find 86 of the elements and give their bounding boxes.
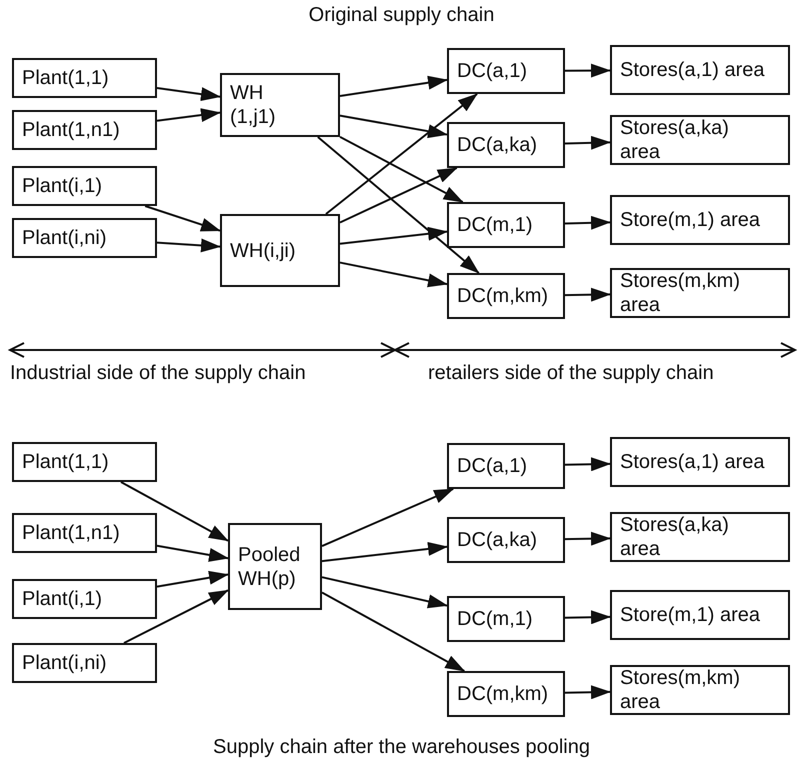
box-label: DC(a,ka) [457, 528, 538, 552]
arrow [325, 93, 478, 215]
box-label: Pooled WH(p) [238, 542, 302, 590]
arrow [124, 589, 229, 644]
arrow [564, 685, 611, 700]
box-label: DC(a,ka) [457, 133, 538, 157]
process-box [610, 437, 790, 487]
arrow [322, 592, 466, 672]
box-label: DC(a,1) [457, 59, 528, 83]
box-label: Plant(1,1) [22, 66, 109, 90]
process-box [447, 273, 565, 319]
process-box [220, 73, 340, 137]
process-box [610, 665, 790, 715]
arrow [340, 262, 448, 288]
arrow [322, 488, 454, 547]
box-label: Plant(i,ni) [22, 651, 106, 675]
process-box [447, 48, 565, 94]
process-box [447, 202, 565, 248]
arrow [156, 87, 221, 102]
box-label: Plant(i,1) [22, 587, 102, 611]
box-label: DC(m,1) [457, 607, 533, 631]
box-label: Stores(a,1) area [620, 450, 766, 474]
box-label: DC(m,1) [457, 213, 533, 237]
arrow [564, 288, 611, 302]
box-label: WH (1,j1) [230, 81, 277, 129]
box-label: Stores(a,1) area [620, 58, 766, 82]
box-label: Stores(m,km) area [620, 666, 741, 714]
process-box [610, 268, 790, 318]
box-label: Plant(1,n1) [22, 118, 120, 142]
diagram-caption: Supply chain after the warehouses pooling [212, 736, 591, 759]
box-label: DC(a,1) [457, 454, 528, 478]
arrow [156, 544, 229, 562]
arrow [564, 136, 611, 150]
box-label: WH(i,ji) [230, 238, 296, 262]
process-box [12, 442, 157, 482]
process-box [610, 115, 790, 165]
process-box [610, 45, 790, 95]
process-box [447, 517, 565, 563]
arrow [340, 114, 448, 138]
process-box [228, 523, 322, 610]
process-box [12, 643, 157, 683]
arrow [317, 136, 480, 274]
box-label: Plant(1,1) [22, 450, 109, 474]
arrow [322, 576, 448, 608]
process-box [12, 110, 157, 150]
arrow [156, 108, 221, 122]
arrow [322, 542, 448, 562]
box-label: Stores(a,ka) area [620, 513, 730, 561]
box-label: Store(m,1) area [620, 603, 762, 627]
arrow [340, 76, 448, 97]
arrow [564, 216, 611, 230]
side-label: retailers side of the supply chain [428, 362, 714, 385]
box-label: DC(m,km) [457, 682, 548, 706]
process-box [610, 512, 790, 562]
arrow [565, 64, 611, 78]
side-label: Industrial side of the supply chain [10, 362, 306, 385]
process-box [447, 122, 565, 168]
process-box [12, 166, 157, 206]
arrow [340, 136, 464, 203]
arrow [564, 457, 611, 472]
box-label: Plant(i,ni) [22, 226, 106, 250]
box-label: Stores(m,km) area [620, 269, 741, 317]
diagram-title: Original supply chain [308, 4, 496, 27]
process-box [12, 513, 157, 553]
arrow [156, 238, 221, 252]
box-label: DC(m,km) [457, 284, 548, 308]
box-label: Stores(a,ka) area [620, 116, 730, 164]
box-label: Plant(i,1) [22, 174, 102, 198]
process-box [447, 671, 565, 717]
process-box [12, 218, 157, 258]
arrow [156, 570, 229, 588]
arrow [144, 205, 221, 232]
process-box [447, 443, 565, 489]
arrow [340, 226, 448, 245]
process-box [610, 590, 790, 640]
arrow [340, 167, 458, 224]
arrow [564, 532, 611, 546]
process-box [12, 579, 157, 619]
process-box [220, 214, 340, 287]
box-label: Store(m,1) area [620, 208, 762, 232]
box-label: Plant(1,n1) [22, 521, 120, 545]
arrow [120, 481, 229, 542]
process-box [447, 596, 565, 642]
arrow [564, 610, 611, 624]
process-box [12, 58, 157, 98]
process-box [610, 195, 790, 245]
